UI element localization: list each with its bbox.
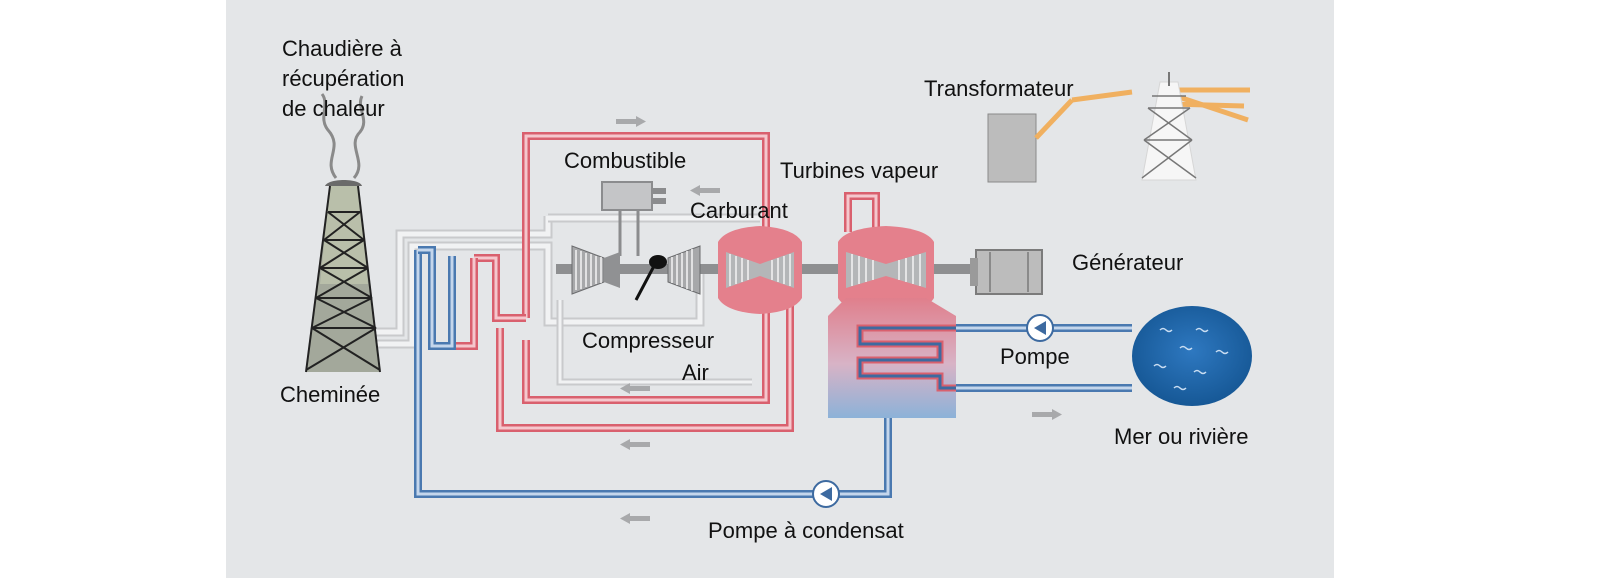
label-combustible: Combustible — [564, 148, 687, 173]
gas-duct — [372, 213, 760, 386]
smoke-icon — [320, 93, 338, 179]
fuel-injector — [601, 181, 666, 256]
label-turbines-vapeur: Turbines vapeur — [780, 158, 939, 183]
cold-water-pipes — [414, 246, 1132, 498]
sea-or-river — [1132, 306, 1252, 406]
label-mer-ou-riviere: Mer ou rivière — [1114, 424, 1249, 449]
label-chaudiere-line-1: Chaudière à — [282, 36, 402, 61]
pump-icon — [1026, 314, 1054, 342]
pump-icon — [812, 480, 840, 508]
transformer — [987, 98, 1074, 183]
flow-arrow-icon — [620, 513, 650, 524]
flow-arrow-icon — [616, 116, 646, 127]
flow-arrow-icon — [620, 383, 650, 394]
label-transformateur: Transformateur — [924, 76, 1074, 101]
flow-arrow-icon — [620, 439, 650, 450]
flow-arrow-icon — [1032, 409, 1062, 420]
label-carburant: Carburant — [690, 198, 788, 223]
condenser — [828, 298, 956, 418]
flow-arrow-icon — [690, 185, 720, 196]
label-cheminee: Cheminée — [280, 382, 381, 407]
label-generateur: Générateur — [1072, 250, 1184, 275]
label-chaudiere-line-2: récupération — [282, 66, 405, 91]
flow-arrows — [616, 116, 1062, 524]
steam-turbine-lp — [838, 226, 934, 314]
smoke-icon — [352, 95, 366, 179]
label-pompe: Pompe — [1000, 344, 1070, 369]
label-chaudiere-line-3: de chaleur — [282, 96, 385, 121]
label-pompe-condensat: Pompe à condensat — [708, 518, 904, 543]
generator — [970, 249, 1043, 295]
label-compresseur: Compresseur — [582, 328, 715, 353]
chimney-tower-icon — [305, 93, 381, 373]
label-air: Air — [682, 360, 709, 385]
steam-turbine-hp — [718, 226, 802, 314]
transmission-tower-icon — [1071, 72, 1250, 181]
